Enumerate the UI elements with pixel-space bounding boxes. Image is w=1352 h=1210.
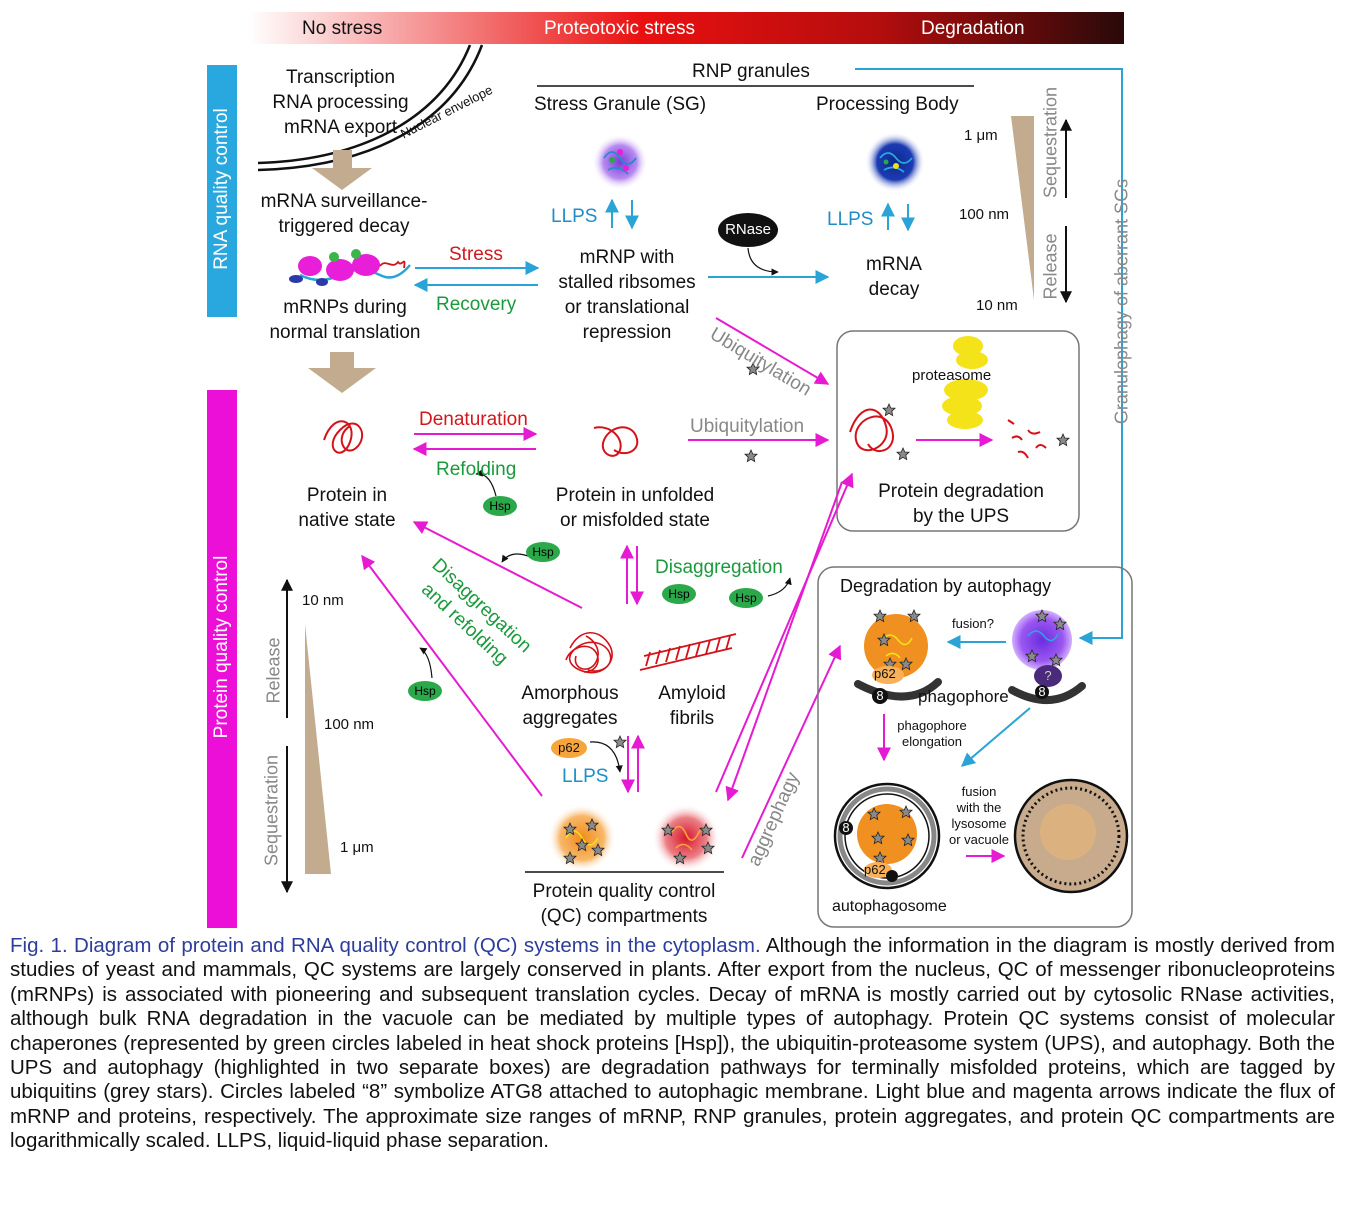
atg8-autophagosome: 8 <box>842 820 850 835</box>
qc-compartments-label: Protein quality control(QC) compartments <box>532 881 716 927</box>
caption-body: Although the information in the diagram … <box>10 934 1335 1153</box>
rna-size-1um: 1 μm <box>964 127 998 144</box>
p62-autophagosome: p62 <box>864 862 886 877</box>
ubiquitylation-label: Ubiquitylation <box>690 416 805 437</box>
disaggregation-label: Disaggregation <box>655 557 783 578</box>
hsp-disagg-center: Hsp <box>662 584 696 604</box>
protein-size-100nm: 100 nm <box>324 716 375 733</box>
p62-phagophore: p62 <box>874 666 896 681</box>
llps-pb-label: LLPS <box>827 209 874 230</box>
protein-qc-tab <box>207 390 237 928</box>
recovery-label: Recovery <box>436 294 517 315</box>
figure-caption: Fig. 1. Diagram of protein and RNA quali… <box>10 934 1335 1154</box>
hsp-disagg-left: Hsp <box>526 542 560 562</box>
atg8-sg: 8 <box>1038 684 1046 699</box>
no-stress-label: No stress <box>302 18 383 39</box>
processing-body-label: Processing Body <box>816 94 959 115</box>
caption-heading: Fig. 1. Diagram of protein and RNA quali… <box>10 934 761 957</box>
protein-size-scale <box>281 578 331 894</box>
hsp-refolding: Hsp <box>483 496 517 516</box>
autophagy-title: Degradation by autophagy <box>840 576 1052 596</box>
diagram-graphics <box>207 12 1133 928</box>
rna-release-label: Release <box>1040 233 1061 300</box>
refolding-label: Refolding <box>436 459 517 480</box>
rnp-granules-label: RNP granules <box>692 61 810 82</box>
rna-size-10nm: 10 nm <box>976 297 1018 314</box>
protein-release-label: Release <box>263 637 284 704</box>
stress-granule-label: Stress Granule (SG) <box>534 94 707 115</box>
granulophagy-label: Granulophagy of aberrant SGs <box>1111 178 1132 425</box>
protein-sequestration-label: Sequestration <box>261 754 282 867</box>
protein-size-10nm: 10 nm <box>302 592 344 609</box>
proteasome-label: proteasome <box>912 367 992 384</box>
rna-sequestration-label: Sequestration <box>1040 86 1061 199</box>
p62-badge: p62 <box>551 738 587 758</box>
fusion-question-label: fusion? <box>952 616 994 631</box>
llps-sg-label: LLPS <box>551 206 598 227</box>
hsp-disagg-right: Hsp <box>729 588 763 608</box>
qc-diagram: No stress Proteotoxic stress Degradation… <box>207 12 1133 928</box>
rna-qc-tab-label: RNA quality control <box>211 108 232 270</box>
proteotoxic-stress-label: Proteotoxic stress <box>544 18 695 39</box>
phagophore-label: phagophore <box>918 687 1009 706</box>
stress-label: Stress <box>449 244 503 265</box>
rna-qc-tab <box>207 65 237 317</box>
denaturation-label: Denaturation <box>419 409 528 430</box>
surveillance-label: mRNA surveillance-triggered decay <box>260 191 428 237</box>
llps-protein-label: LLPS <box>562 766 609 787</box>
rna-size-100nm: 100 nm <box>959 206 1010 223</box>
autophagosome-label: autophagosome <box>832 898 947 915</box>
protein-size-1um: 1 μm <box>340 839 374 856</box>
atg8-phagophore: 8 <box>876 688 884 703</box>
rnase-label: RNase <box>725 221 771 238</box>
stress-gradient-bar <box>248 12 1124 44</box>
unknown-receptor: ? <box>1044 668 1052 683</box>
protein-qc-tab-label: Protein quality control <box>211 555 232 739</box>
degradation-label: Degradation <box>921 18 1025 39</box>
hsp-refold-aggregates: Hsp <box>408 681 442 701</box>
